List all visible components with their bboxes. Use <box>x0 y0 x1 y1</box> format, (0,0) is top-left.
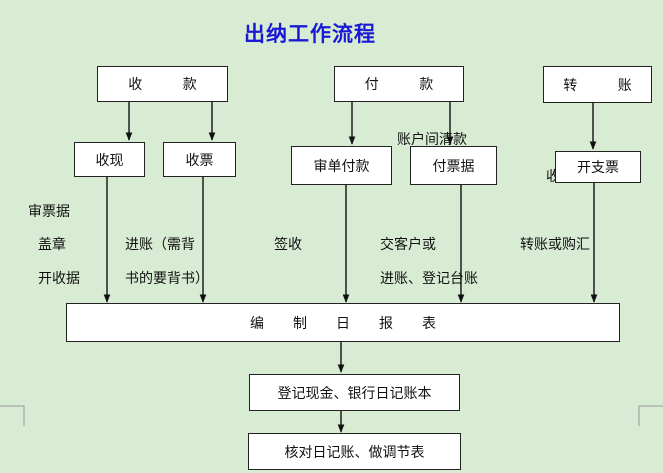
box-bianzhi-ribaobiao: 编制日报表 <box>66 303 620 342</box>
label-jinzhang-line1: 进账（需背 <box>125 237 195 253</box>
diagram-title: 出纳工作流程 <box>244 22 376 46</box>
label-zhanghu-qingkuan: 账户间清款 <box>397 132 467 148</box>
box-shoukuan: 收 款 <box>97 66 228 102</box>
box-shendan: 审单付款 <box>291 146 392 185</box>
page-corner-mark-left <box>0 405 25 426</box>
box-hedui-tiaojiebiao: 核对日记账、做调节表 <box>248 433 461 470</box>
box-fupiaoju: 付票据 <box>410 146 497 185</box>
box-dengji-rijizhang: 登记现金、银行日记账本 <box>249 374 460 411</box>
label-qianshou: 签收 <box>274 237 302 253</box>
box-kaizhipiao: 开支票 <box>555 151 641 183</box>
label-zhuanzhang-gouhui: 转账或购汇 <box>520 237 590 253</box>
label-partial-shou: 收 <box>546 169 555 185</box>
label-kai-shouju: 开收据 <box>38 271 80 287</box>
label-jiao-kehu: 交客户或 <box>380 237 436 253</box>
box-fukuan: 付 款 <box>334 66 464 102</box>
label-jinzhang-line2: 书的要背书） <box>125 271 209 287</box>
box-zhuanzhang: 转 账 <box>543 66 652 103</box>
label-shen-piaoju: 审票据 <box>28 204 70 220</box>
box-shoupiao: 收票 <box>163 142 236 177</box>
label-jinzhang-dengji: 进账、登记台账 <box>380 271 478 287</box>
label-gaizhang: 盖章 <box>38 237 66 253</box>
page-corner-mark-right <box>638 405 663 426</box>
box-shouxian: 收现 <box>74 142 145 177</box>
